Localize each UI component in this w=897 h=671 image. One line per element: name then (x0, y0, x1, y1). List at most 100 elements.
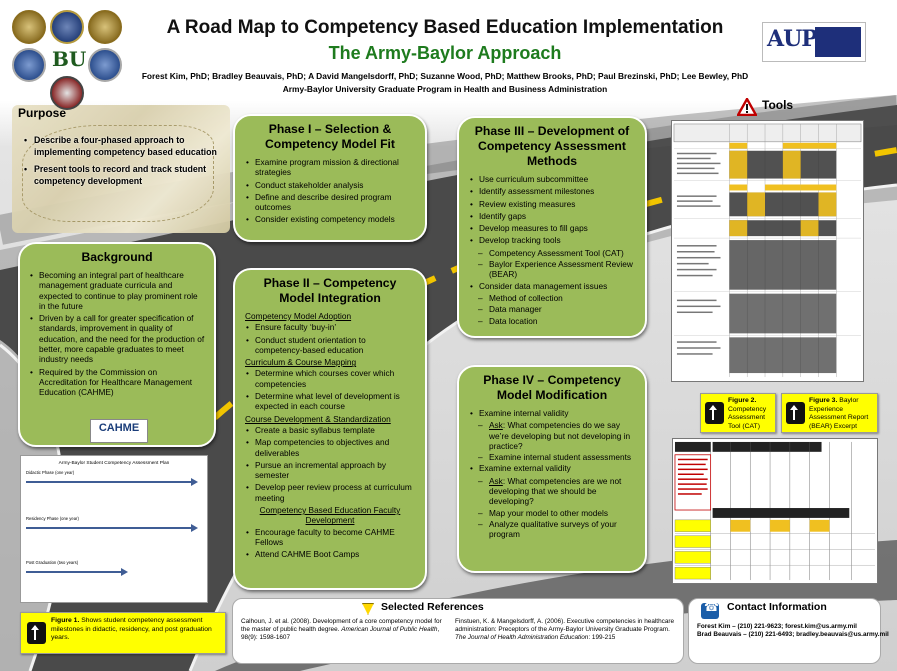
timeline-label: Didactic Phase (one year) (26, 470, 75, 475)
phase-4-box: Phase IV – Competency Model Modification… (457, 365, 647, 573)
veterans-affairs-seal-icon (50, 76, 84, 110)
bear-report-image (672, 438, 878, 584)
phase-1-heading: Phase I – Selection & Competency Model F… (264, 122, 395, 151)
timeline-arrow (26, 522, 202, 532)
air-force-seal-icon (12, 48, 46, 82)
phase-4-item: Examine internal validity (469, 408, 635, 419)
poster-title: A Road Map to Competency Based Education… (166, 17, 724, 38)
phase-4-heading: Phase IV – Competency Model Modification (483, 373, 621, 402)
road-sign-icon (27, 622, 46, 644)
phase-1-item: Define and describe desired program outc… (245, 192, 415, 213)
phase-2-item: Pursue an incremental approach by semest… (245, 460, 415, 481)
figure-3-caption: Figure 3. Baylor Experience Assessment R… (781, 393, 878, 433)
phase-2-item: Ensure faculty ‘buy-in’ (245, 322, 415, 333)
phase-2-section-heading: Course Development & Standardization (245, 413, 391, 424)
navy-seal-icon (50, 10, 84, 44)
timeline-arrow (26, 566, 132, 576)
phase-2-item: Develop peer review process at curriculu… (245, 482, 415, 503)
road-sign-icon (786, 402, 805, 424)
tools-heading: Tools (762, 98, 794, 112)
cahme-logo-text: CAHME (98, 422, 140, 434)
background-heading: Background (81, 250, 153, 264)
phase-4-subitem: Analyze qualitative surveys of your prog… (469, 519, 635, 540)
phase-2-section-heading: Competency Based Education Faculty Devel… (259, 505, 401, 526)
aupha-logo-block (815, 27, 861, 57)
phase-4-subitem: Ask: What competencies are we not develo… (469, 476, 635, 507)
figure-1-image-title: Army-Baylor Student Competency Assessmen… (58, 461, 170, 466)
background-item: Driven by a call for greater specificati… (29, 313, 205, 364)
cahme-logo: CAHME (90, 419, 148, 443)
phase-4-subitem: Examine internal student assessments (469, 452, 635, 463)
authors: Forest Kim, PhD; Bradley Beauvais, PhD; … (141, 71, 749, 81)
reference-authors: Finstuen, K. & Mangelsdorff, A. (2006). … (455, 618, 675, 633)
figure-1-caption: Figure 1. Shows student competency asses… (20, 612, 226, 654)
phase-4-subitem: Ask: What competencies do we say we’re d… (469, 420, 635, 451)
contact-line: Forest Kim – (210) 221-9623; forest.kim@… (697, 623, 857, 630)
phase-2-item: Create a basic syllabus template (245, 425, 415, 436)
background-box: Background Becoming an integral part of … (18, 242, 216, 447)
reference-authors: Calhoun, J. et al. (2008). Development o… (241, 618, 442, 633)
phase-2-section-heading: Competency Model Adoption (245, 311, 352, 321)
phase-3-item: Use curriculum subcommittee (469, 174, 635, 185)
phase-4-subitem: Map your model to other models (469, 508, 635, 519)
figure-2-caption-text: Competency Assessment Tool (CAT) (728, 405, 767, 430)
figure-2-label: Figure 2. (728, 397, 757, 404)
aupha-logo: AUPHA (762, 22, 866, 62)
military-seals-logo: BU (12, 10, 132, 110)
phase-3-heading: Phase III – Development of Competency As… (474, 124, 630, 168)
ask-question: : What competencies are we not developin… (489, 475, 622, 507)
contact-heading: Contact Information (727, 601, 827, 613)
ask-question: : What competencies do we say we’re deve… (489, 420, 631, 451)
phase-3-subitem: Competency Assessment Tool (CAT) (469, 248, 635, 259)
phase-1-item: Examine program mission & directional st… (245, 157, 415, 178)
purpose-item: Describe a four-phased approach to imple… (24, 134, 220, 158)
reference-item: Finstuen, K. & Mangelsdorff, A. (2006). … (455, 618, 679, 642)
road-sign-icon (705, 402, 724, 424)
background-item: Required by the Commission on Accreditat… (29, 367, 205, 398)
author-list: Forest Kim, PhD; Bradley Beauvais, PhD; … (120, 70, 770, 96)
phase-3-item: Identify assessment milestones (469, 186, 635, 197)
phase-3-box: Phase III – Development of Competency As… (457, 116, 647, 338)
phone-icon (701, 603, 719, 619)
reference-journal: American Journal of Public Health (341, 626, 438, 633)
phase-3-item: Develop tracking tools (469, 235, 635, 246)
phase-1-item: Conduct stakeholder analysis (245, 180, 415, 191)
warning-icon (737, 98, 757, 116)
phase-3-subitem: Data manager (469, 304, 635, 315)
phase-2-item: Attend CAHME Boot Camps (245, 549, 415, 560)
background-item: Becoming an integral part of healthcare … (29, 270, 205, 311)
phase-3-subitem: Baylor Experience Assessment Review (BEA… (469, 259, 635, 280)
contact-box: Contact Information Forest Kim – (210) 2… (688, 598, 889, 664)
phase-1-item: Consider existing competency models (245, 214, 415, 225)
references-box: Selected References Calhoun, J. et al. (… (232, 598, 684, 664)
phase-3-subitem: Method of collection (469, 293, 635, 304)
phase-1-box: Phase I – Selection & Competency Model F… (233, 114, 427, 242)
poster-subtitle: The Army-Baylor Approach (328, 43, 562, 63)
figure-3-caption-text: Baylor Experience Assessment Report (BEA… (809, 397, 869, 430)
reference-detail: , 98(9): 1598-1607 (241, 626, 440, 641)
purpose-item: Present tools to record and track studen… (24, 163, 220, 187)
figure-3-label: Figure 3. (809, 397, 838, 404)
figure-1-label: Figure 1. (51, 617, 80, 624)
phase-2-heading: Phase II – Competency Model Integration (263, 276, 397, 305)
yield-sign-icon (362, 603, 374, 615)
phase-2-item: Encourage faculty to become CAHME Fellow… (245, 527, 415, 548)
marines-seal-icon (88, 10, 122, 44)
phase-4-item: Examine external validity (469, 463, 635, 474)
phase-3-subitem: Data location (469, 316, 635, 327)
competency-plan-figure: Army-Baylor Student Competency Assessmen… (20, 455, 208, 603)
timeline-label: Residency Phase (one year) (26, 516, 79, 521)
phase-3-item: Review existing measures (469, 199, 635, 210)
program-name: Army-Baylor University Graduate Program … (282, 84, 608, 94)
phase-2-item: Map competencies to objectives and deliv… (245, 437, 415, 458)
phase-3-item: Develop measures to fill gaps (469, 223, 635, 234)
reference-item: Calhoun, J. et al. (2008). Development o… (241, 618, 451, 642)
references-heading: Selected References (381, 601, 484, 613)
timeline-label: Post Graduation (two years) (26, 560, 79, 565)
army-seal-icon (12, 10, 46, 44)
phase-2-item: Determine which courses cover which comp… (245, 368, 415, 389)
phase-3-item: Identify gaps (469, 211, 635, 222)
phase-2-item: Determine what level of development is e… (245, 391, 415, 412)
baylor-logo: BU (52, 47, 87, 71)
timeline-arrow (26, 476, 202, 486)
